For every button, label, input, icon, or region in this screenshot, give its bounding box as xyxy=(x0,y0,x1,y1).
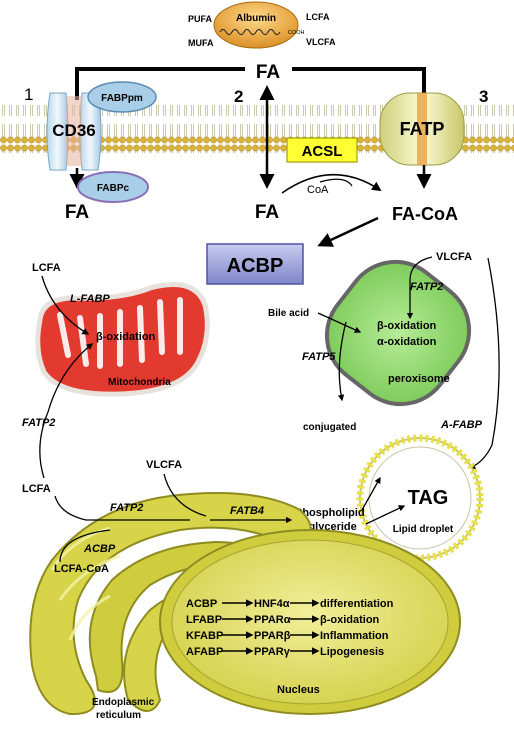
er-label-line1: Endoplasmic xyxy=(92,697,155,708)
vlcfa-to-perox-arrow xyxy=(406,256,433,320)
triglyceride-to-droplet-arrow xyxy=(365,505,406,525)
phospholipid-label: Phospholipid xyxy=(295,507,365,519)
mitochondria-label: Mitochondria xyxy=(108,377,171,388)
albumin-lcfa-label: LCFA xyxy=(306,12,330,22)
nuclear-row-receptor: PPARα xyxy=(254,614,291,626)
fabpc-label: FABPc xyxy=(97,183,130,194)
albumin-label: Albumin xyxy=(236,13,276,24)
er-acbp-label: ACBP xyxy=(83,543,116,555)
fa-coa-to-acbp-arrow xyxy=(317,216,379,247)
tag-label: TAG xyxy=(408,487,449,509)
er-fatp2-label: FATP2 xyxy=(110,502,143,514)
nuclear-row-protein: AFABP xyxy=(186,646,223,658)
lcfa-coa-label: LCFA-CoA xyxy=(54,563,109,575)
albumin-protein: Albumin COOH xyxy=(213,1,305,49)
fabpc-protein xyxy=(77,171,149,203)
cd36-transporter xyxy=(46,92,102,171)
mito-lcfa-label: LCFA xyxy=(32,262,61,274)
er-label-line2: reticulum xyxy=(96,710,141,721)
mito-beta-oxidation-label: β-oxidation xyxy=(96,331,156,343)
nuclear-row-effect: Inflammation xyxy=(320,630,389,642)
albumin-vlcfa-label: VLCFA xyxy=(306,37,336,47)
nuclear-row-receptor: PPARγ xyxy=(254,646,291,658)
er-vlcfa-arrow xyxy=(163,473,207,517)
er-vlcfa-label: VLCFA xyxy=(146,459,182,471)
fatp-transporter xyxy=(379,92,465,166)
fabppm-protein xyxy=(87,81,157,113)
perox-beta-oxidation-label: β-oxidation xyxy=(377,320,437,332)
vlcfa-to-droplet-arrow xyxy=(468,257,500,469)
top-fa-label: FA xyxy=(256,62,281,83)
nuclear-row-receptor: PPARβ xyxy=(254,630,291,642)
a-fabp-label: A-FABP xyxy=(440,419,483,431)
acbp-label: ACBP xyxy=(227,255,284,277)
nucleus-label: Nucleus xyxy=(277,684,320,696)
er-lcfa-to-mito-arrow xyxy=(39,343,94,479)
top-fa-connectors xyxy=(75,67,426,100)
perox-alpha-oxidation-label: α-oxidation xyxy=(377,336,437,348)
acsl-label: ACSL xyxy=(302,143,343,160)
acbp-box xyxy=(206,243,304,285)
albumin-cooh-label: COOH xyxy=(288,30,305,36)
fatp5-label: FATP5 xyxy=(302,351,336,363)
er-lcfa-label: LCFA xyxy=(22,483,51,495)
lcfa-coa-to-er-arrow xyxy=(59,529,111,563)
fatp-label: FATP xyxy=(400,119,445,139)
fa-coa-label: FA-CoA xyxy=(392,204,458,224)
acsl-reaction-arrow xyxy=(281,173,382,194)
acsl-enzyme-box xyxy=(286,137,358,163)
nuclear-row-effect: β-oxidation xyxy=(320,614,380,626)
lipid-droplet-label: Lipid droplet xyxy=(393,524,454,535)
perox-vlcfa-label: VLCFA xyxy=(436,251,472,263)
lcfa-to-mito-arrow xyxy=(41,275,90,335)
route-number-2: 2 xyxy=(234,87,243,106)
cd36-label: CD36 xyxy=(52,121,95,140)
conjugation-arrow xyxy=(337,321,347,402)
coa-input-arrow xyxy=(319,178,353,187)
phospholipid-to-droplet-arrow xyxy=(361,476,381,511)
mufa-label: MUFA xyxy=(188,38,214,48)
nuclear-row-effect: Lipogenesis xyxy=(320,646,384,658)
fa-left-label: FA xyxy=(65,202,90,223)
coa-label: CoA xyxy=(307,184,329,196)
nuclear-row-protein: LFABP xyxy=(186,614,222,626)
fa-mid-label: FA xyxy=(255,202,280,223)
nuclear-row-protein: KFABP xyxy=(186,630,223,642)
mitochondrion xyxy=(35,282,210,397)
fatb4-label: FATB4 xyxy=(230,505,264,517)
pufa-label: PUFA xyxy=(188,14,213,24)
perox-fatp2-label: FATP2 xyxy=(410,281,443,293)
nucleus xyxy=(159,529,461,715)
mito-fatp2-label: FATP2 xyxy=(22,417,55,429)
peroxisome-label: peroxisome xyxy=(388,373,450,385)
route-number-1: 1 xyxy=(24,85,33,104)
nuclear-row-effect: differentiation xyxy=(320,598,394,610)
fabppm-label: FABPpm xyxy=(101,93,143,104)
conjugated-label: conjugated xyxy=(303,422,356,433)
route-number-3: 3 xyxy=(479,87,488,106)
er-lcfa-to-er-arrow xyxy=(54,495,190,521)
nuclear-row-protein: ACBP xyxy=(186,598,217,610)
nuclear-row-receptor: HNF4α xyxy=(254,598,290,610)
bile-acid-arrow xyxy=(317,312,362,333)
bile-acid-label: Bile acid xyxy=(268,308,309,319)
peroxisome xyxy=(324,259,472,407)
l-fabp-label: L-FABP xyxy=(70,293,110,305)
lipid-droplet xyxy=(356,434,484,562)
